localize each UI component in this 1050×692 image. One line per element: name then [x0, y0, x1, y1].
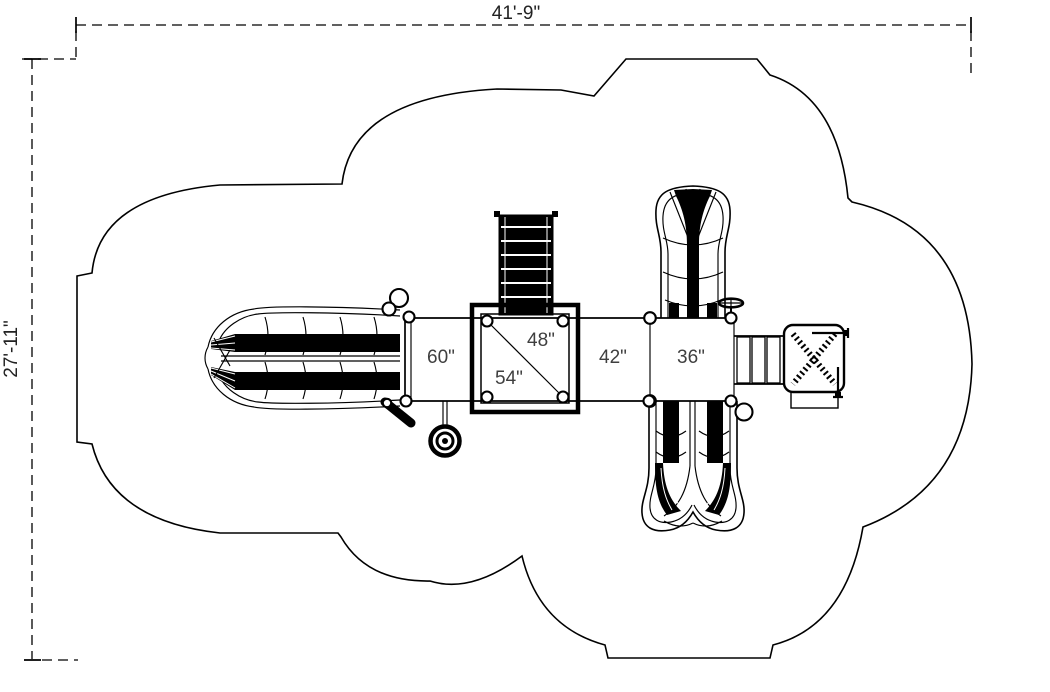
perforated-steps-icon: [734, 335, 784, 385]
overall-depth-dimension: 27'-11": [1, 320, 22, 378]
climbing-ramp-icon: [494, 211, 558, 316]
drum-panel-icon: [428, 401, 462, 458]
deck-42-label: 42": [599, 347, 627, 368]
use-zone-outline: [76, 58, 973, 659]
transfer-platform-icon: [782, 323, 850, 409]
dimension-annotations: 41'-9" 27'-11": [1, 3, 972, 661]
ball-post-icon: [734, 402, 754, 422]
support-posts: [399, 310, 738, 408]
platform-54: 54" 48": [469, 302, 581, 415]
single-slide-icon: [655, 185, 731, 318]
deck-48-label: 48": [527, 330, 555, 351]
double-wave-slide-icon: [204, 306, 401, 410]
toy-scope-icon: [381, 287, 410, 317]
overall-width-dimension: 41'-9": [492, 3, 540, 24]
steering-wheel-icon: [717, 297, 745, 313]
deck-36-label: 36": [677, 347, 705, 368]
climber-bar-icon: [380, 397, 416, 428]
deck-60-label: 60": [427, 347, 455, 368]
double-slide-icon: [641, 401, 745, 532]
platform-54-label: 54": [495, 368, 523, 389]
